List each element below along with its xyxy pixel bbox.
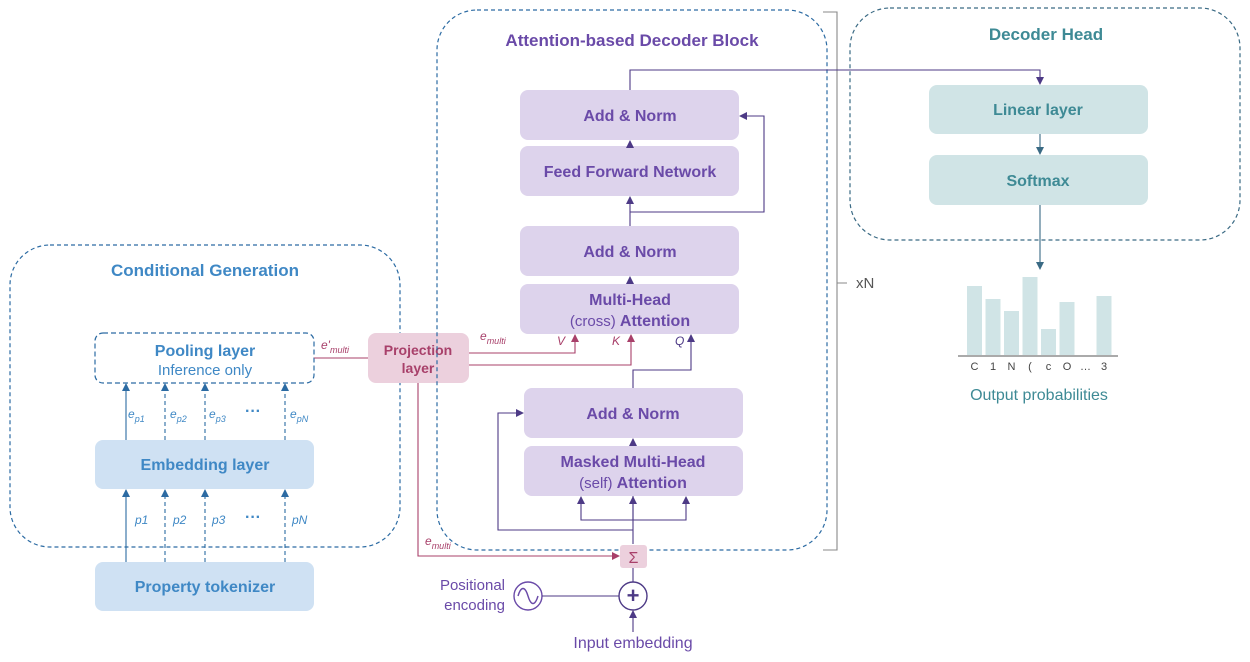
embedding-layer-box: [95, 440, 314, 489]
masked-attention-line1: Masked Multi-Head: [561, 454, 706, 471]
token-label: O: [1063, 361, 1072, 373]
projection-layer-line2: layer: [402, 360, 435, 376]
probability-bar: [1059, 302, 1075, 355]
add-norm-mid-label: Add & Norm: [583, 244, 676, 261]
property-tokenizer-box: [95, 562, 314, 611]
emb-label-ep2: ep2: [170, 407, 187, 424]
cross-attention-box: [520, 284, 739, 334]
softmax-label: Softmax: [1006, 173, 1069, 190]
block-to-head-arrow: [629, 69, 1044, 90]
prop-label-p3: p3: [211, 513, 226, 527]
sine-wave-icon: [517, 587, 539, 605]
k-label: K: [612, 334, 621, 348]
repeat-label: xN: [856, 275, 874, 292]
embedding-layer-label: Embedding layer: [141, 457, 270, 474]
projection-to-v-arrow: [469, 334, 579, 354]
token-label: …: [1080, 361, 1091, 373]
input-group: Σ + Positional encoding Input embedding: [440, 545, 693, 652]
conditional-generation-group: Conditional Generation Pooling layer Inf…: [9, 244, 401, 611]
addnorm-low-to-q-arrow: [632, 334, 695, 388]
linear-layer-box: [929, 85, 1148, 134]
output-probabilities-caption: Output probabilities: [970, 387, 1108, 404]
sum-symbol: Σ: [629, 550, 639, 567]
input-embedding-label: Input embedding: [573, 635, 692, 652]
e-prime-multi-label: e'multi: [321, 338, 350, 355]
decoder-block-group: Attention-based Decoder Block xN Add & N…: [436, 9, 1044, 551]
plus-symbol: +: [627, 583, 640, 608]
token-label: 3: [1101, 361, 1107, 373]
property-tokenizer-label: Property tokenizer: [135, 579, 275, 596]
pooling-layer-label: Pooling layer: [155, 343, 255, 360]
emb-label-ep3: ep3: [209, 407, 226, 424]
pooling-layer-sublabel: Inference only: [158, 362, 253, 379]
masked-attention-line2: (self) Attention: [579, 475, 687, 492]
decoder-block-title: Attention-based Decoder Block: [505, 31, 759, 50]
ffn-box: [520, 146, 739, 196]
probability-bar: [1041, 329, 1056, 355]
masked-attention-box: [524, 446, 743, 496]
probability-bar: [985, 299, 1001, 355]
prop-label-ellipsis: ···: [245, 509, 261, 526]
residual-top-arrow: [630, 112, 765, 213]
positional-encoding-line2: encoding: [444, 597, 505, 614]
v-label: V: [557, 334, 566, 348]
add-norm-low-label: Add & Norm: [586, 406, 679, 423]
q-label: Q: [675, 334, 684, 348]
token-label: N: [1008, 361, 1016, 373]
probability-bar: [1096, 296, 1112, 355]
token-label: c: [1046, 361, 1052, 373]
add-norm-top-label: Add & Norm: [583, 108, 676, 125]
cross-attention-line2: (cross) Attention: [570, 313, 690, 330]
masked-attn-branch-right: [633, 496, 690, 521]
probability-bar: [967, 286, 982, 355]
projection-layer-box: [368, 333, 469, 383]
emb-label-ep1: ep1: [128, 407, 145, 424]
probability-bar: [1004, 311, 1019, 355]
decoder-head-group: Decoder Head Linear layer Softmax: [849, 7, 1241, 270]
cross-attention-line1: Multi-Head: [589, 292, 671, 309]
emb-label-epN: epN: [290, 407, 309, 424]
emb-label-ellipsis: ···: [245, 403, 261, 420]
projection-to-sum-arrow: [417, 383, 620, 560]
conditional-generation-title: Conditional Generation: [111, 261, 299, 280]
projection-layer-line1: Projection: [384, 342, 452, 358]
token-label: C: [971, 361, 979, 373]
prop-label-p2: p2: [172, 513, 187, 527]
linear-layer-label: Linear layer: [993, 102, 1083, 119]
softmax-box: [929, 155, 1148, 205]
projection-to-k-arrow: [469, 334, 635, 366]
positional-encoding-line1: Positional: [440, 577, 505, 594]
decoder-head-title: Decoder Head: [989, 25, 1103, 44]
prop-label-pN: pN: [291, 513, 308, 527]
add-norm-mid-box: [520, 226, 739, 276]
token-label: 1: [990, 361, 996, 373]
prop-label-p1: p1: [134, 513, 148, 527]
add-norm-top-box: [520, 90, 739, 140]
repeat-bracket: [823, 11, 847, 551]
sum-box: [620, 545, 647, 568]
probability-bar: [1022, 277, 1038, 355]
residual-low-arrow: [497, 409, 633, 531]
projection-group: e'multi Projection layer emulti V K emul…: [314, 329, 635, 560]
token-label: (: [1028, 361, 1032, 373]
ffn-label: Feed Forward Network: [544, 164, 717, 181]
decoder-head-frame: [849, 7, 1241, 241]
e-multi-bottom-label: emulti: [425, 534, 452, 551]
e-multi-label: emulti: [480, 329, 507, 346]
masked-attn-branch-left: [577, 496, 633, 521]
add-norm-low-box: [524, 388, 743, 438]
